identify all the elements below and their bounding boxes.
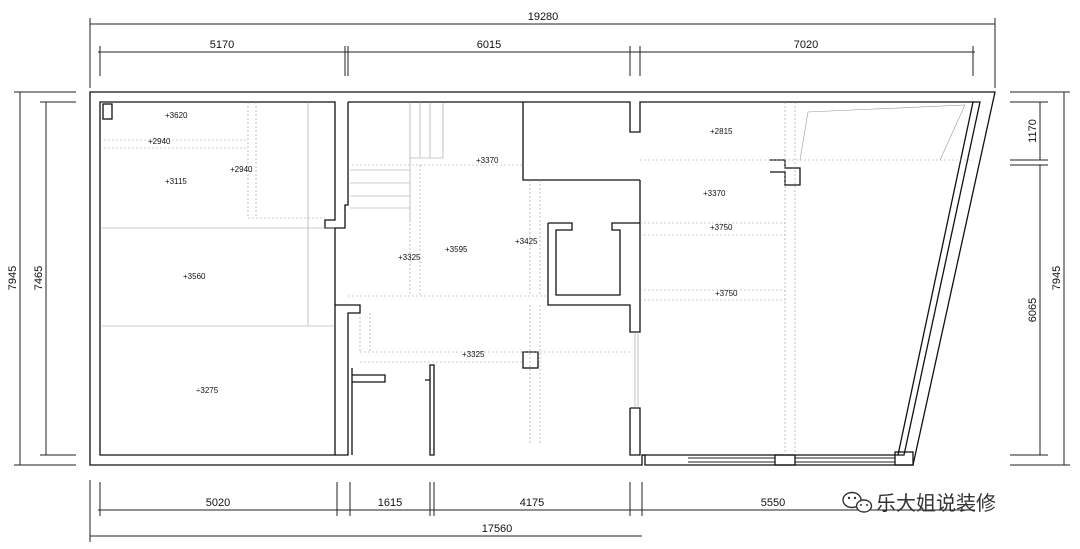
ceiling-lines [100,102,973,455]
elevation-label: +3370 [703,189,726,198]
elevation-label: +3115 [165,177,187,186]
dim-right-mid: 6065 [1027,298,1039,322]
dim-bottom-total: 17560 [482,523,513,535]
dim-top-total: 19280 [528,11,559,23]
dim-right-outer: 7945 [1051,266,1063,290]
left-dimensions: 7945 7465 [7,91,76,466]
watermark-text: 乐大姐说装修 [876,491,996,515]
dim-bottom-segment-4: 5550 [761,497,785,509]
elevation-label: +3325 [398,253,421,262]
dim-top-segment-2: 6015 [477,39,501,51]
elevation-label: +2815 [710,127,733,136]
dim-top-segment-1: 5170 [210,39,234,51]
elevation-label: +3595 [445,245,468,254]
watermark: 乐大姐说装修 [842,491,996,515]
dim-right-top: 1170 [1027,119,1039,143]
interior-walls [102,102,914,466]
dim-bottom-segment-3: 4175 [520,497,544,509]
top-dimensions: 19280 5170 6015 7020 [89,11,996,88]
elevation-label: +3425 [515,237,538,246]
dim-top-segment-3: 7020 [794,39,818,51]
elevation-label: +3620 [165,111,188,120]
dim-left-outer: 7945 [7,266,19,290]
elevation-label: +3750 [715,289,738,298]
elevation-label: ÷3275 [196,386,219,395]
elevation-labels: +3620 +2940 +2940 +3115 +3560 ÷3275 +337… [148,111,738,395]
elevation-label: +3370 [476,156,499,165]
elevation-label: +3750 [710,223,733,232]
elevation-label: +3325 [462,350,485,359]
dim-bottom-segment-2: 1615 [378,497,402,509]
elevation-label: +2940 [230,165,253,174]
elevation-label: +2940 [148,137,171,146]
elevation-label: +3560 [183,272,206,281]
dim-left-inner: 7465 [33,266,45,290]
right-dimensions: 1170 6065 7945 [1010,91,1070,466]
wechat-icon [842,491,873,513]
bottom-dimensions: 5020 1615 4175 5550 17560 [89,480,975,542]
dim-bottom-segment-1: 5020 [206,497,230,509]
